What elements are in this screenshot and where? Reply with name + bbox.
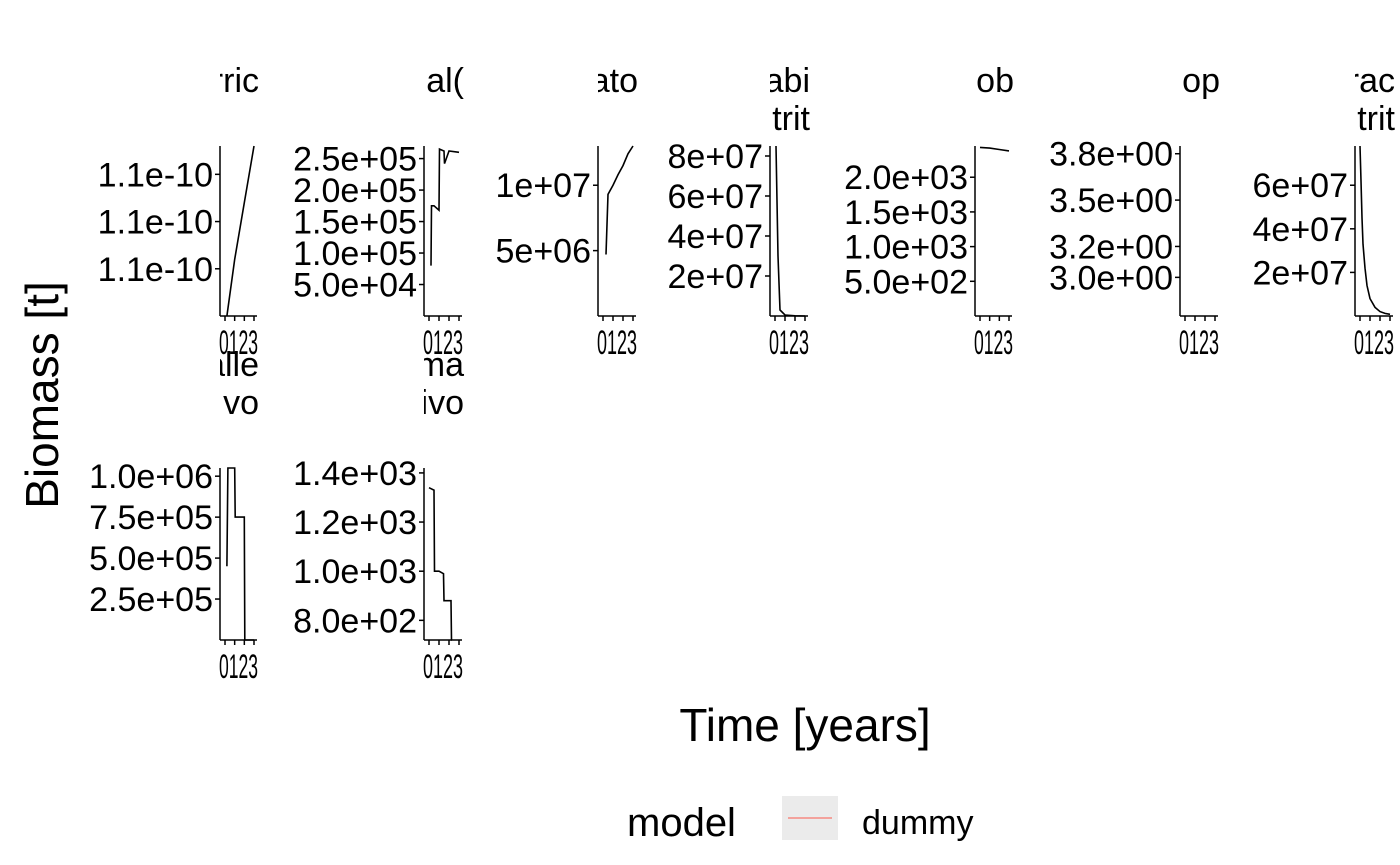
y-tick-label: 2.0e+03 bbox=[844, 159, 968, 197]
y-tick-label: 1e+07 bbox=[496, 167, 592, 205]
facet-strip-label: op bbox=[1182, 62, 1220, 100]
facet-panel: allevoish1.0e+067.5e+055.0e+052.5e+05012… bbox=[89, 346, 259, 686]
facet-strip-label: tivo bbox=[411, 384, 464, 422]
facet-strip-label: ma bbox=[417, 346, 464, 384]
facet-strip-label: alle bbox=[206, 346, 259, 384]
x-tick-labels: 0123 bbox=[423, 324, 463, 362]
facet-panel: ato 1e+07 5e+06 0123 bbox=[496, 62, 639, 362]
x-tick-labels: 0123 bbox=[769, 324, 809, 362]
x-tick-labels: 0123 bbox=[597, 324, 637, 362]
y-tick-label: 1.5e+03 bbox=[844, 194, 968, 232]
y-tick-label: 1.0e+03 bbox=[844, 229, 968, 267]
y-tick-label: 7.5e+05 bbox=[89, 499, 213, 537]
y-tick-label: 2.0e+05 bbox=[293, 172, 417, 210]
y-tick-label: 2e+07 bbox=[1253, 254, 1349, 292]
facet-strip-label: trit bbox=[1357, 100, 1395, 138]
y-tick-label: 1.0e+03 bbox=[293, 553, 417, 591]
y-tick-label: 2e+07 bbox=[668, 258, 764, 296]
facet-strip-label: nal( bbox=[407, 62, 464, 100]
legend-label-dummy: dummy bbox=[862, 804, 973, 842]
facet-strip-label: rric bbox=[212, 62, 259, 100]
series-line bbox=[428, 486, 453, 641]
y-tick-label: 2.5e+05 bbox=[89, 581, 213, 619]
x-tick-labels: 0123 bbox=[423, 648, 463, 686]
series-line bbox=[775, 145, 806, 317]
y-axis-title: Biomass [t] bbox=[16, 281, 68, 509]
facet-strip-label: vo bbox=[223, 384, 259, 422]
series-line bbox=[605, 145, 634, 255]
facet-strip-label: rac bbox=[1348, 62, 1395, 100]
facet-strip-label: abi bbox=[765, 62, 810, 100]
y-tick-label: 8e+07 bbox=[668, 138, 764, 176]
series-line bbox=[430, 147, 460, 266]
y-tick-label: 5.0e+02 bbox=[844, 263, 968, 301]
y-tick-label: 6e+07 bbox=[1253, 167, 1349, 205]
facet-panel: nal( 2.5e+052.0e+051.5e+051.0e+055.0e+040… bbox=[293, 62, 465, 362]
y-tick-label: 5.0e+05 bbox=[89, 540, 213, 578]
y-tick-label: 1.4e+03 bbox=[293, 455, 417, 493]
y-tick-label: 1.5e+05 bbox=[293, 204, 417, 242]
x-tick-labels: 0123 bbox=[1354, 324, 1394, 362]
y-tick-label: 3.8e+00 bbox=[1049, 136, 1173, 174]
series-line bbox=[226, 145, 255, 317]
y-tick-label: 1.0e+06 bbox=[89, 458, 213, 496]
y-tick-label: 1.1e-10 bbox=[98, 156, 213, 194]
x-tick-labels: 0123 bbox=[219, 324, 258, 362]
series-line bbox=[1359, 145, 1391, 316]
facet-strip-label: ish bbox=[421, 422, 464, 460]
y-tick-label: 4e+07 bbox=[668, 218, 764, 256]
x-axis-title: Time [years] bbox=[679, 699, 930, 751]
series-line bbox=[979, 146, 1010, 152]
y-tick-label: 1.2e+03 bbox=[293, 504, 417, 542]
x-tick-labels: 0123 bbox=[1179, 324, 1219, 362]
legend: model dummy bbox=[627, 796, 973, 845]
y-tick-label: 1.0e+05 bbox=[293, 235, 417, 273]
facet-strip-label: ob bbox=[976, 62, 1014, 100]
x-tick-labels: 0123 bbox=[219, 648, 258, 686]
y-tick-label: 3.5e+00 bbox=[1049, 182, 1173, 220]
y-tick-label: 3.0e+00 bbox=[1049, 259, 1173, 297]
y-tick-label: 5.0e+04 bbox=[293, 267, 417, 305]
facet-strip-label: ato bbox=[591, 62, 638, 100]
y-tick-label: 1.1e-10 bbox=[98, 251, 213, 289]
facet-panels: rric1.1e-101.1e-101.1e-100123nal(2.5e+05… bbox=[89, 62, 1395, 686]
y-tick-label: 6e+07 bbox=[668, 178, 764, 216]
y-tick-label: 8.0e+02 bbox=[293, 602, 417, 640]
y-tick-label: 1.1e-10 bbox=[98, 204, 213, 242]
facet-strip-label: ish bbox=[216, 422, 259, 460]
y-tick-label: 3.2e+00 bbox=[1049, 228, 1173, 266]
series-line bbox=[226, 467, 254, 641]
y-tick-label: 4e+07 bbox=[1253, 211, 1349, 249]
x-tick-labels: 0123 bbox=[974, 324, 1013, 362]
y-tick-label: 5e+06 bbox=[496, 233, 592, 271]
y-tick-label: 2.5e+05 bbox=[293, 141, 417, 179]
facet-strip-label: trit bbox=[772, 100, 810, 138]
legend-title: model bbox=[627, 801, 736, 845]
